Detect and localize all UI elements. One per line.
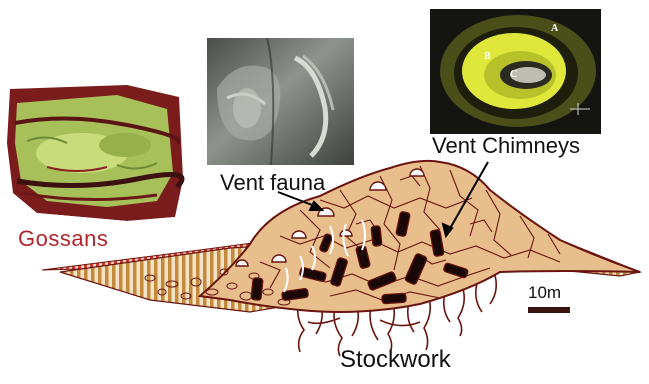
vent-fauna-label: Vent fauna	[220, 170, 325, 196]
gossans-label: Gossans	[18, 226, 108, 252]
stockwork-label: Stockwork	[340, 346, 451, 374]
scale-bar	[528, 307, 570, 313]
scale-label: 10m	[528, 283, 561, 303]
vent-chimneys-label: Vent Chimneys	[432, 133, 580, 159]
